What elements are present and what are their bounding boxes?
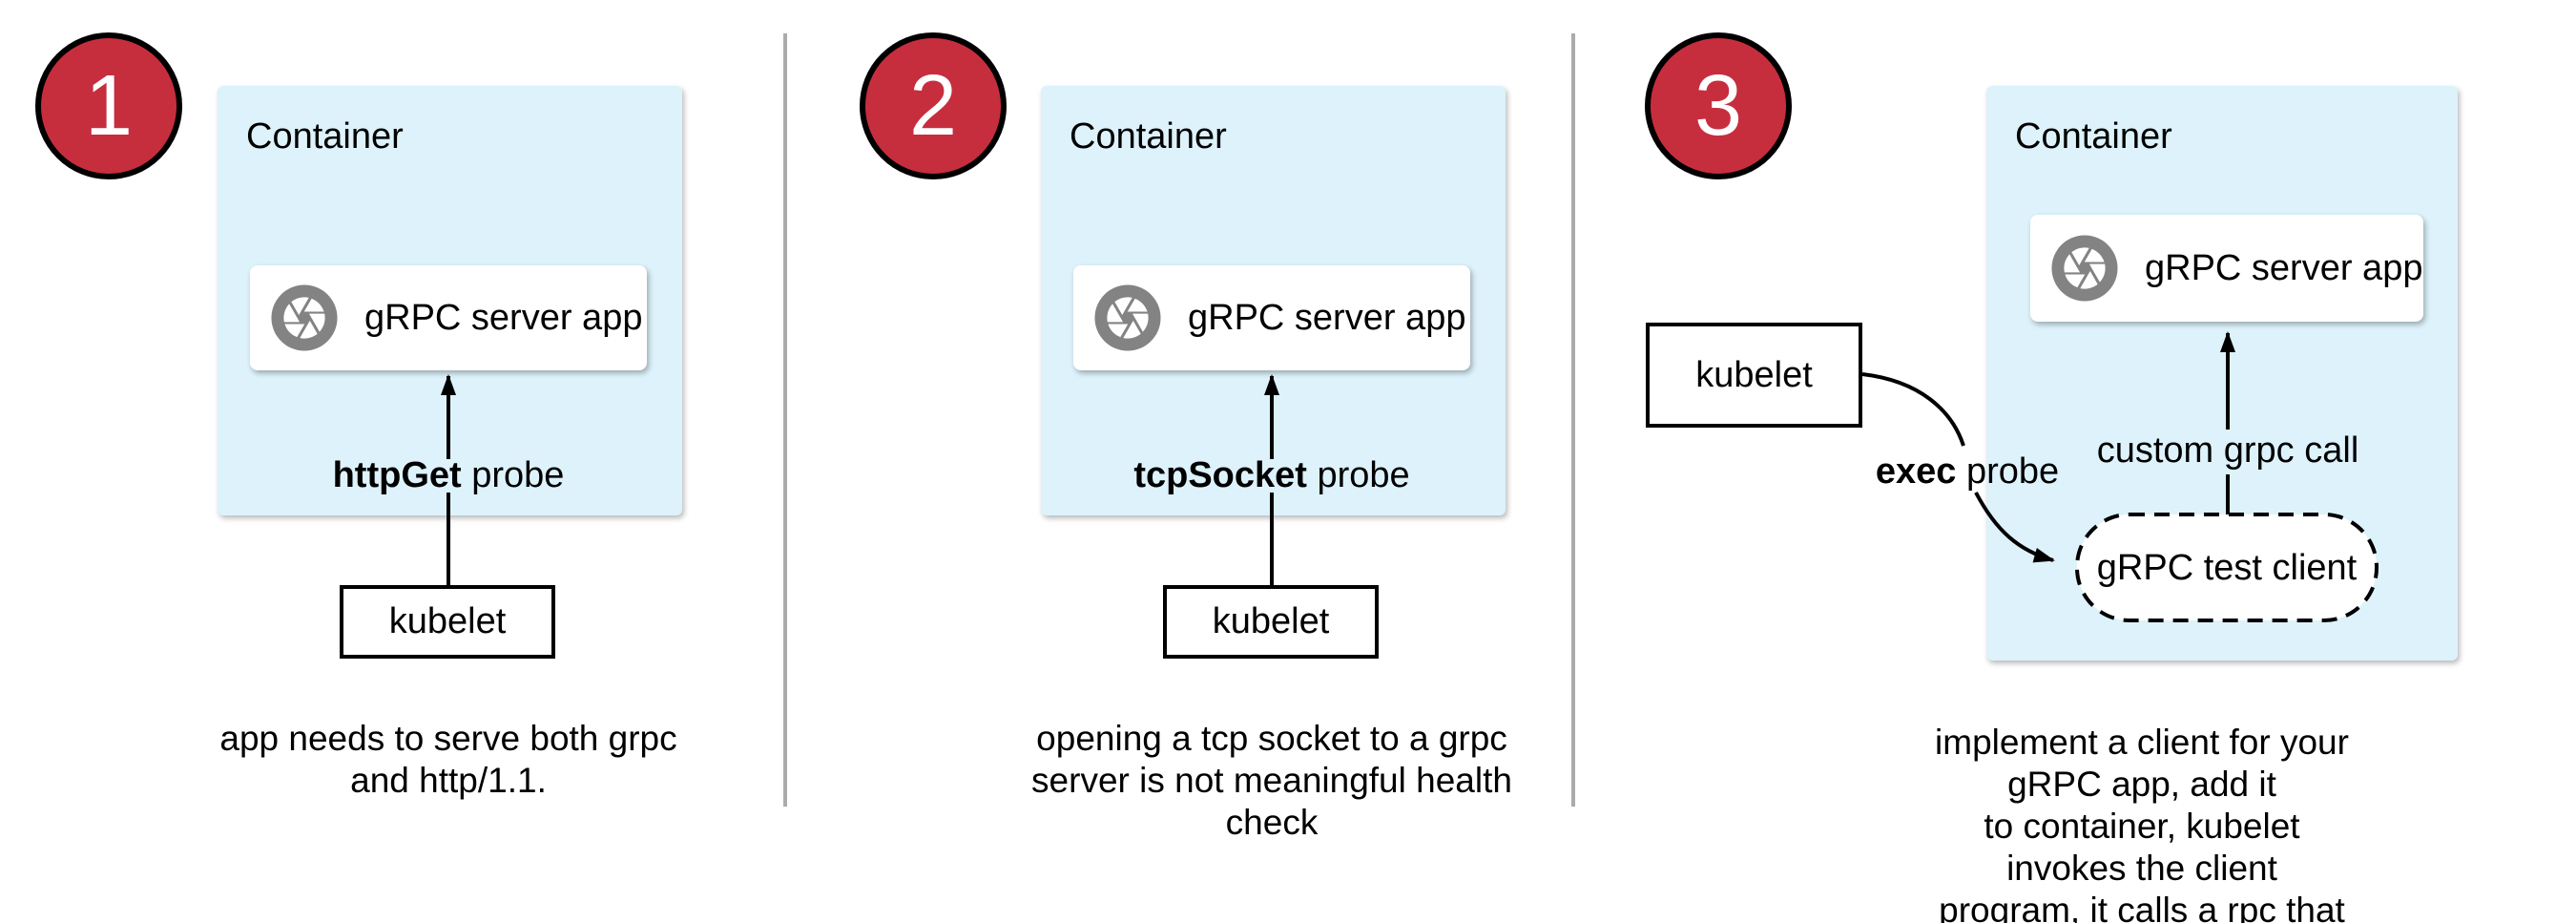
panel-divider-1 — [783, 33, 787, 807]
kubelet-label-1: kubelet — [388, 601, 507, 641]
grpc-server-app-box-3: gRPC server app — [2030, 215, 2423, 322]
caption-2: opening a tcp socket to a grpc server is… — [1031, 719, 1512, 842]
caption-3: implement a client for your gRPC app, ad… — [1935, 723, 2349, 923]
grpc-server-app-label-3: gRPC server app — [2145, 247, 2423, 288]
exec-probe-label: exec probe — [1875, 451, 2060, 492]
exec-probe-curve-upper — [1861, 372, 1965, 447]
kubelet-label-2: kubelet — [1212, 601, 1330, 641]
kubelet-box-3: kubelet — [1646, 323, 1862, 428]
kubelet-label-3: kubelet — [1695, 354, 1813, 395]
grpc-server-app-box-1: gRPC server app — [250, 265, 647, 370]
grpc-server-app-box-2: gRPC server app — [1073, 265, 1470, 370]
kubelet-box-2: kubelet — [1163, 585, 1379, 659]
grpc-test-client-label: gRPC test client — [2096, 548, 2358, 588]
aperture-icon — [271, 284, 338, 351]
step-2-badge: 2 — [860, 32, 1007, 179]
grpc-server-app-label-1: gRPC server app — [364, 297, 643, 338]
container-label-1: Container — [246, 116, 404, 157]
probe-label-1: httpGet probe — [332, 455, 565, 495]
container-label-2: Container — [1070, 116, 1227, 157]
container-label-3: Container — [2015, 116, 2172, 157]
step-3-badge: 3 — [1645, 32, 1792, 179]
probe-label-2: tcpSocket probe — [1133, 455, 1410, 495]
aperture-icon — [1094, 284, 1161, 351]
kubelet-box-1: kubelet — [340, 585, 555, 659]
step-1-number: 1 — [84, 58, 134, 154]
panel-divider-2 — [1571, 33, 1575, 807]
grpc-server-app-label-2: gRPC server app — [1188, 297, 1466, 338]
step-1-badge: 1 — [35, 32, 182, 179]
custom-grpc-call-label: custom grpc call — [2096, 430, 2359, 471]
step-2-number: 2 — [908, 58, 958, 154]
caption-1: app needs to serve both grpc and http/1.… — [219, 719, 677, 800]
step-3-number: 3 — [1693, 58, 1743, 154]
aperture-icon — [2051, 235, 2118, 302]
